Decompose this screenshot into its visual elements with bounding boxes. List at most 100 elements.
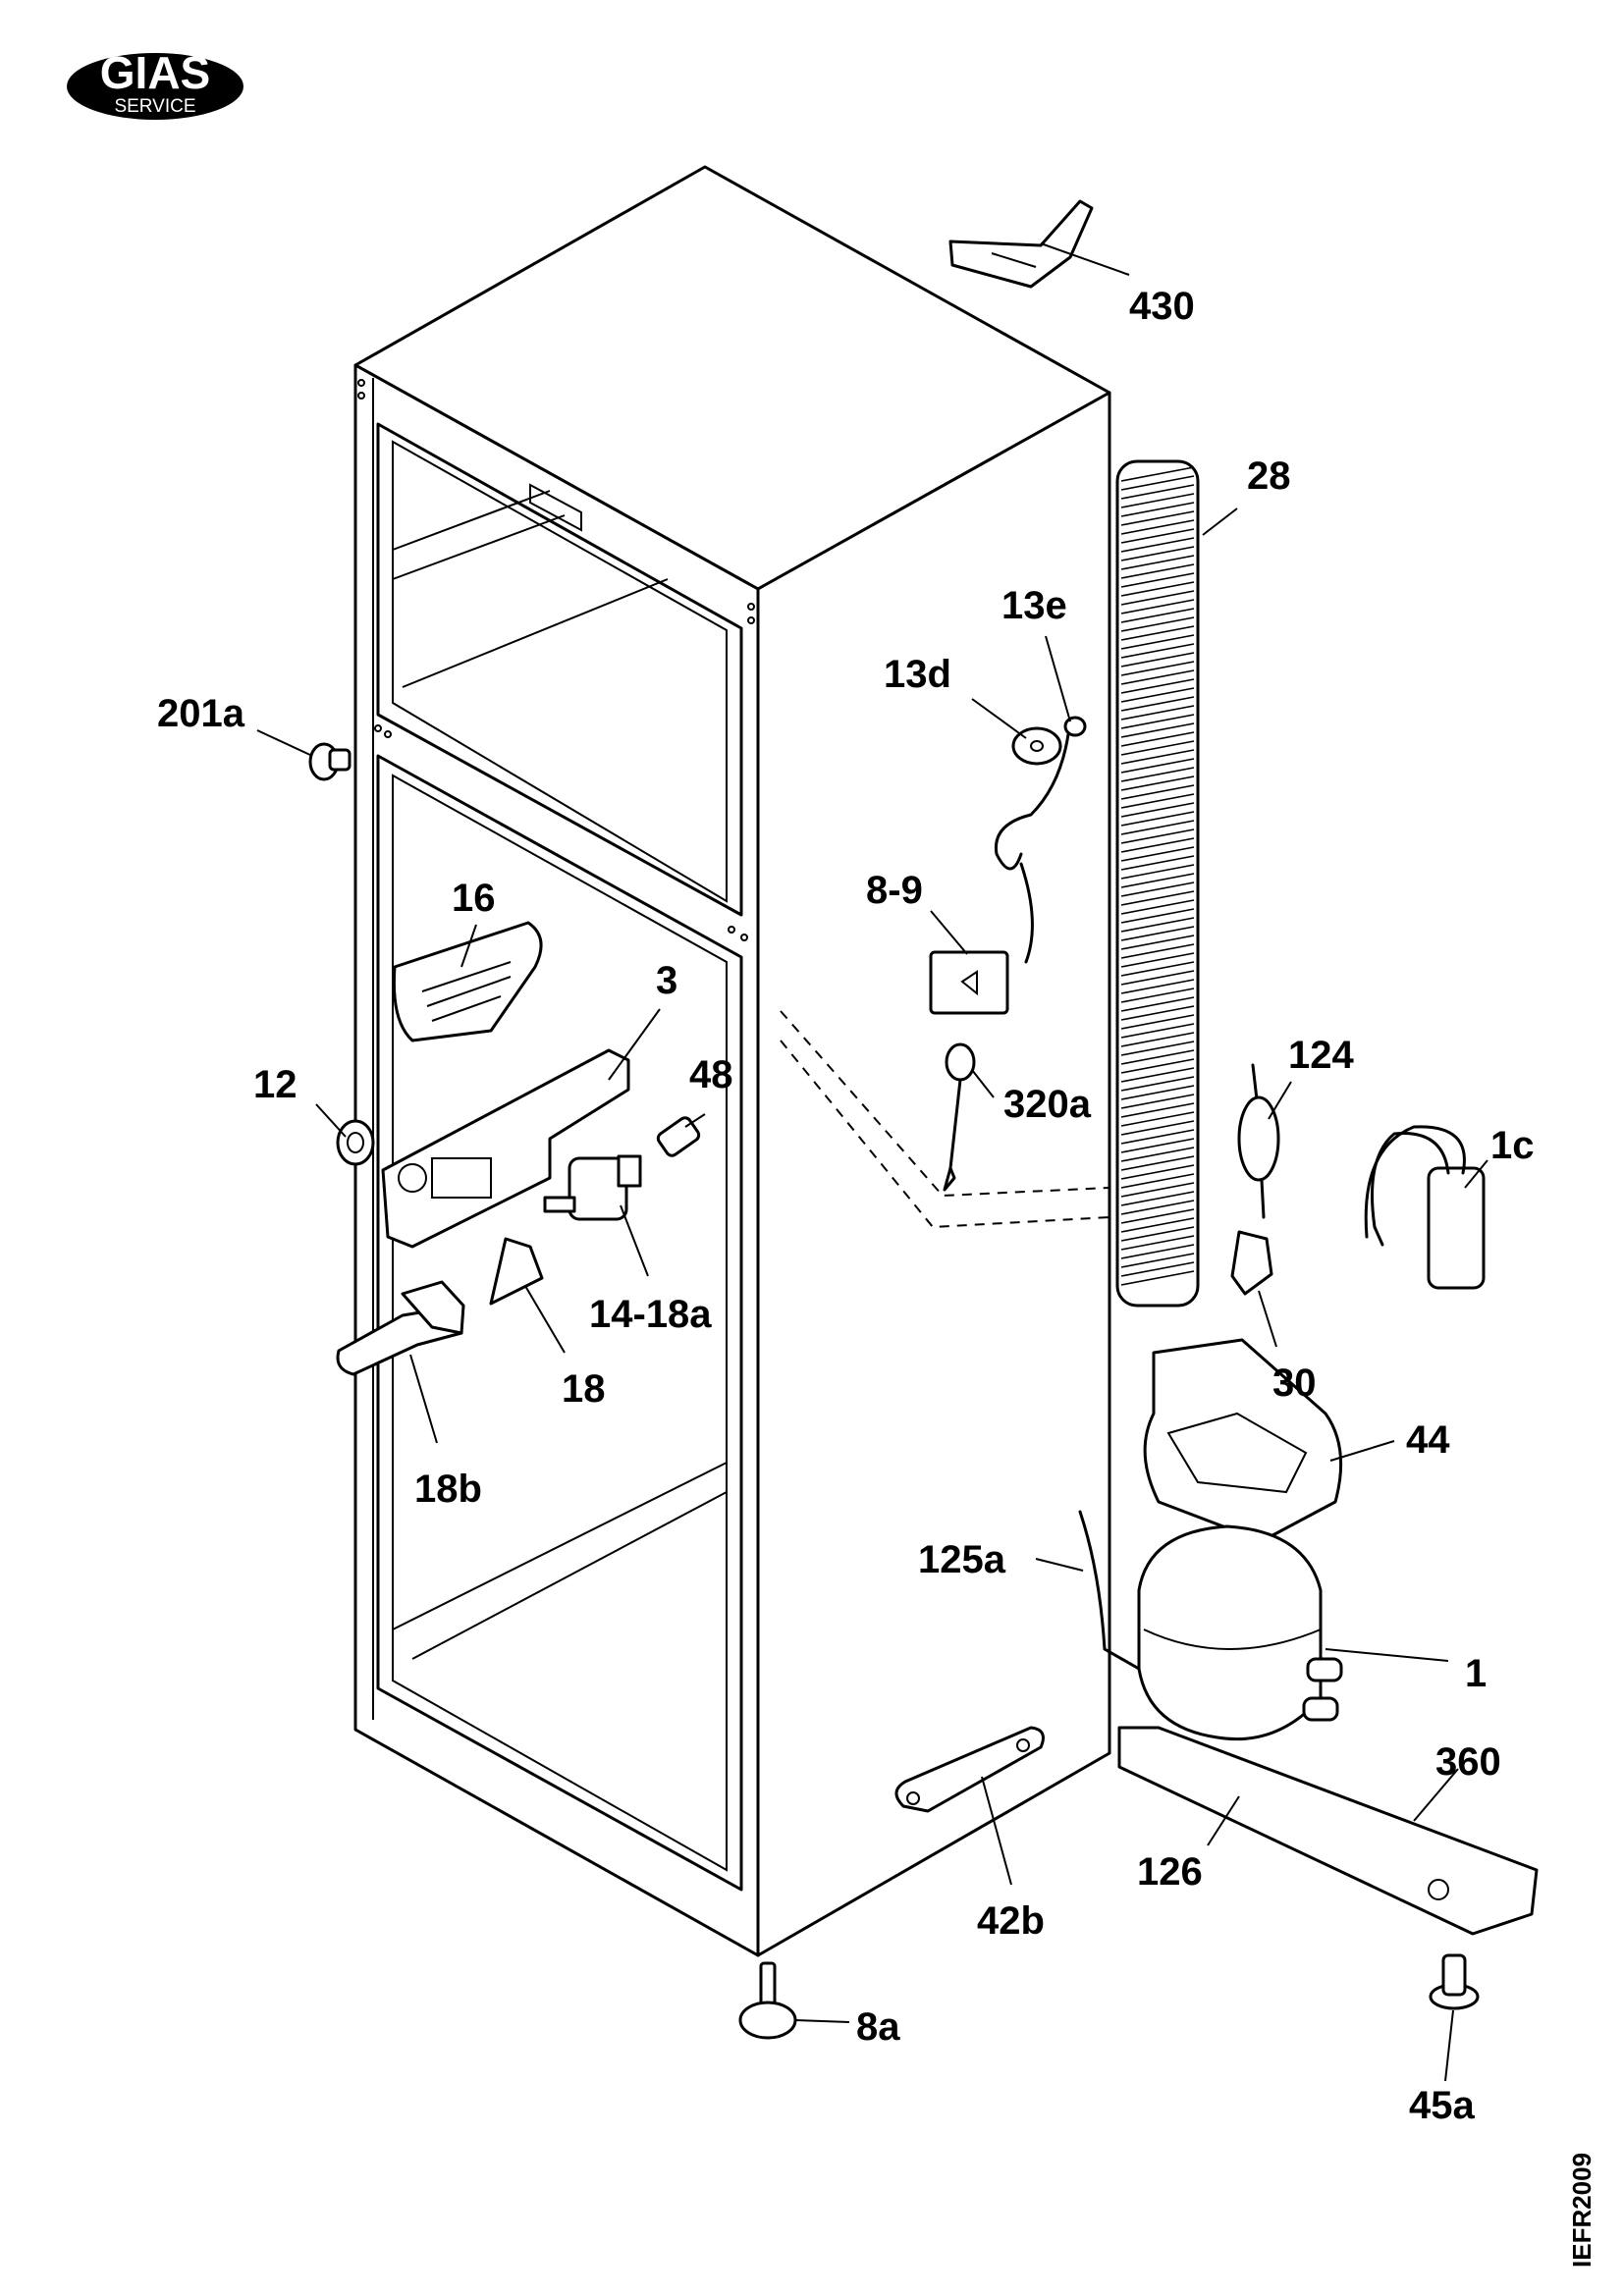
condenser-fin-line [1120, 740, 1195, 756]
condenser-fin-line [1120, 1164, 1195, 1180]
condenser-fin-line [1120, 926, 1195, 941]
compressor-base-plate [1117, 1726, 1539, 1936]
callout-3: 3 [656, 959, 677, 1002]
lamp-bulb-part [656, 1116, 701, 1157]
condenser-fin-line [1120, 652, 1195, 667]
refrigerator-cabinet [353, 165, 1111, 1957]
condenser-fin-line [1120, 908, 1195, 924]
condenser-fin-line [1120, 696, 1195, 712]
callout-48: 48 [689, 1053, 733, 1096]
callout-125a: 125a [918, 1538, 1006, 1581]
door-stop-pin [308, 742, 352, 781]
condenser-fin-line [1120, 793, 1195, 809]
drip-tray-part [1143, 1338, 1343, 1543]
thermostat-knob [336, 1119, 375, 1166]
condenser-fin-line [1120, 1138, 1195, 1153]
condenser-fin-line [1120, 643, 1195, 659]
brand-logo: GIAS SERVICE [67, 47, 243, 120]
condenser-fin-line [1120, 1049, 1195, 1065]
condenser-fin-line [1120, 1253, 1195, 1268]
condenser-fin-line [1120, 1217, 1195, 1233]
clip-part [1230, 1230, 1273, 1296]
condenser-fin-line [1120, 961, 1195, 977]
condenser-fin-line [1120, 1244, 1195, 1259]
condenser-fin-line [1120, 555, 1195, 570]
condenser-fin-line [1120, 1226, 1195, 1242]
condenser-fin-line [1120, 625, 1195, 641]
condenser-fin-line [1120, 563, 1195, 579]
condenser-fin-line [1120, 1111, 1195, 1127]
light-cover-part [392, 921, 543, 1042]
condenser-fin-line [1120, 979, 1195, 994]
condenser-fin-line [1120, 996, 1195, 1012]
condenser-fin-line [1120, 1023, 1195, 1039]
condenser-fin-line [1120, 890, 1195, 906]
condenser-fin-line [1120, 828, 1195, 844]
condenser-fin-line [1120, 510, 1195, 526]
compressor-part [1137, 1524, 1343, 1741]
condenser-fin-line [1120, 820, 1195, 835]
callout-42b: 42b [977, 1899, 1045, 1943]
condenser-fin-line [1120, 1208, 1195, 1224]
callout-labels: 430 28 13e 13d 201a 16 8-9 3 124 12 48 3… [157, 285, 1535, 2127]
condenser-fin-line [1120, 899, 1195, 915]
condenser-fin-line [1120, 846, 1195, 862]
thermostat-housing [381, 1048, 630, 1249]
condenser-fin-line [1120, 811, 1195, 827]
condenser-fin-line [1120, 749, 1195, 765]
condenser-fin-line [1120, 1102, 1195, 1118]
condenser-fin-line [1120, 1041, 1195, 1056]
lamp-holder-part [543, 1154, 642, 1221]
condenser-fin-line [1120, 784, 1195, 800]
leader-lines [256, 242, 1488, 2082]
condenser-fin-line [1120, 493, 1195, 508]
top-bracket-part [948, 199, 1094, 289]
condenser-fin-line [1120, 731, 1195, 747]
condenser-fin-line [1120, 1005, 1195, 1021]
callout-430: 430 [1129, 285, 1195, 328]
condenser-fin-line [1120, 1270, 1195, 1286]
condenser-fin-line [1120, 1014, 1195, 1030]
condenser-fin-line [1120, 881, 1195, 897]
condenser-fin-line [1120, 678, 1195, 694]
condenser-fin-line [1120, 1235, 1195, 1251]
condenser-fin-line [1120, 590, 1195, 606]
condenser-fin-line [1120, 917, 1195, 933]
capacitor-part [1364, 1125, 1486, 1290]
callout-12: 12 [253, 1063, 298, 1106]
leveling-foot-front [738, 1961, 797, 2040]
condenser-fin-line [1120, 1147, 1195, 1162]
callout-30: 30 [1272, 1362, 1317, 1405]
condenser-fin-line [1120, 528, 1195, 544]
condenser-fin-line [1120, 952, 1195, 968]
condenser-fin-line [1120, 722, 1195, 738]
condenser-fin-line [1120, 687, 1195, 703]
callout-124: 124 [1288, 1034, 1354, 1077]
condenser-fin-line [1120, 873, 1195, 888]
condenser-fin-line [1120, 705, 1195, 721]
condenser-fin-line [1120, 1058, 1195, 1074]
logo-sub-text: SERVICE [114, 96, 195, 117]
condenser-fin-line [1120, 714, 1195, 729]
condenser-fin-line [1120, 634, 1195, 650]
condenser-fin-line [1120, 1155, 1195, 1171]
callout-360: 360 [1435, 1740, 1501, 1784]
condenser-fin-line [1120, 581, 1195, 597]
callout-320a: 320a [1003, 1083, 1092, 1126]
condenser-fin-line [1120, 1076, 1195, 1092]
condenser-fin-line [1120, 502, 1195, 517]
condenser-fin-line [1120, 475, 1195, 491]
callout-14-18a: 14-18a [589, 1293, 712, 1336]
condenser-fin-line [1120, 1032, 1195, 1047]
callout-8-9: 8-9 [866, 869, 923, 912]
callout-16: 16 [452, 877, 496, 920]
condenser-fin-line [1120, 943, 1195, 959]
condenser-fin-line [1120, 934, 1195, 950]
condenser-fin-line [1120, 1261, 1195, 1277]
callout-28: 28 [1247, 454, 1291, 498]
condenser-fin-line [1120, 537, 1195, 553]
switch-part [489, 1237, 544, 1306]
callout-1: 1 [1465, 1652, 1487, 1695]
condenser-fin-line [1120, 855, 1195, 871]
